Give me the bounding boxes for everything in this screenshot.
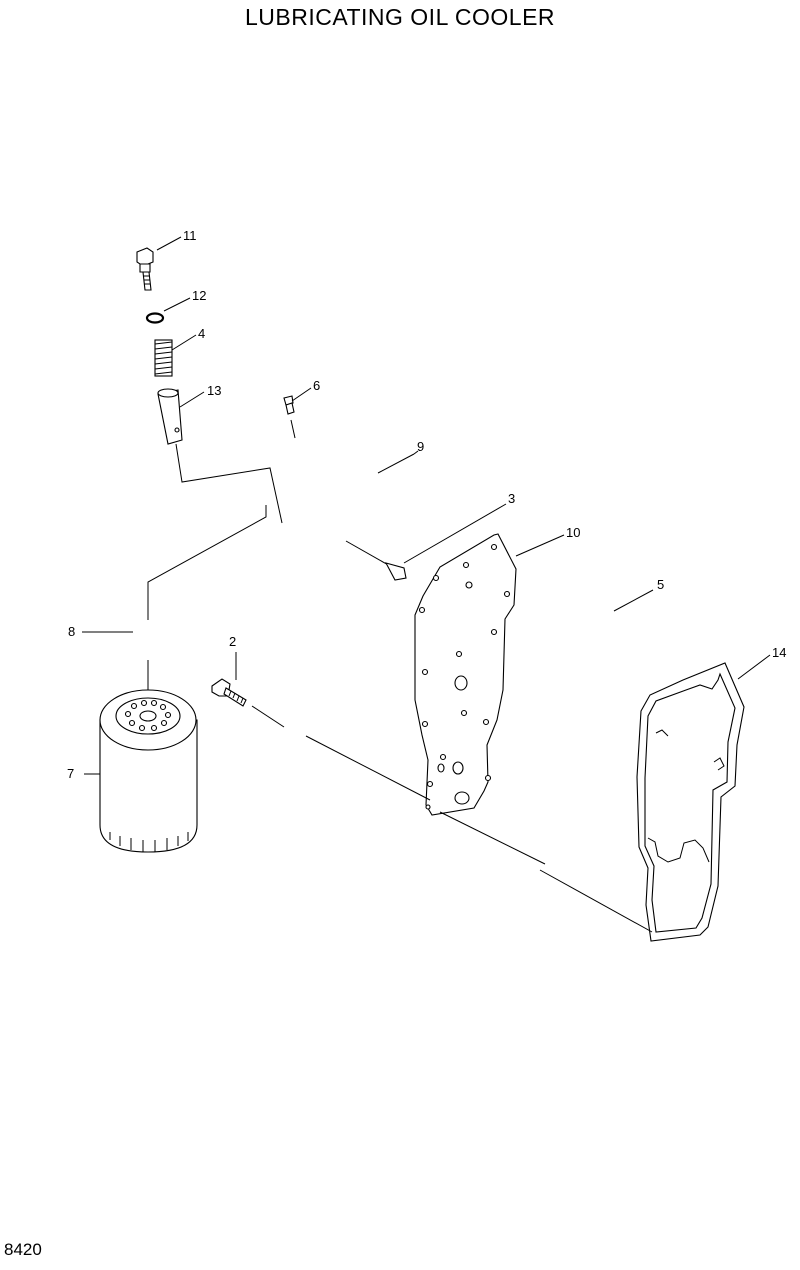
callout-4: 4 bbox=[198, 326, 205, 341]
callout-7: 7 bbox=[67, 766, 74, 781]
part-5-line bbox=[613, 589, 654, 612]
callout-11: 11 bbox=[183, 228, 197, 243]
part-4-spring bbox=[154, 339, 173, 377]
callout-3: 3 bbox=[508, 491, 515, 506]
callout-14: 14 bbox=[772, 645, 786, 660]
callout-6: 6 bbox=[313, 378, 320, 393]
part-12-o-ring bbox=[145, 312, 165, 324]
callout-8: 8 bbox=[68, 624, 75, 639]
assembly-lines-long bbox=[305, 735, 653, 933]
part-3-screw bbox=[345, 540, 407, 581]
part-10-cooler-plate bbox=[414, 533, 517, 816]
part-2-bolt bbox=[211, 678, 285, 728]
part-13-sleeve bbox=[157, 388, 183, 445]
part-11-bolt bbox=[136, 247, 154, 291]
assembly-lines-top bbox=[147, 443, 283, 620]
part-7-oil-filter bbox=[99, 689, 198, 853]
page-title: LUBRICATING OIL COOLER bbox=[244, 4, 556, 30]
callout-13: 13 bbox=[207, 383, 221, 398]
page-code: 8420 bbox=[4, 1240, 42, 1259]
part-14-gasket bbox=[636, 662, 745, 942]
part-9-line bbox=[377, 453, 415, 474]
callout-5: 5 bbox=[657, 577, 664, 592]
leader-lines bbox=[84, 236, 771, 775]
callout-10: 10 bbox=[566, 525, 580, 540]
callout-9: 9 bbox=[417, 439, 424, 454]
callout-12: 12 bbox=[192, 288, 206, 303]
part-6-screw bbox=[283, 395, 296, 439]
callout-2: 2 bbox=[229, 634, 236, 649]
